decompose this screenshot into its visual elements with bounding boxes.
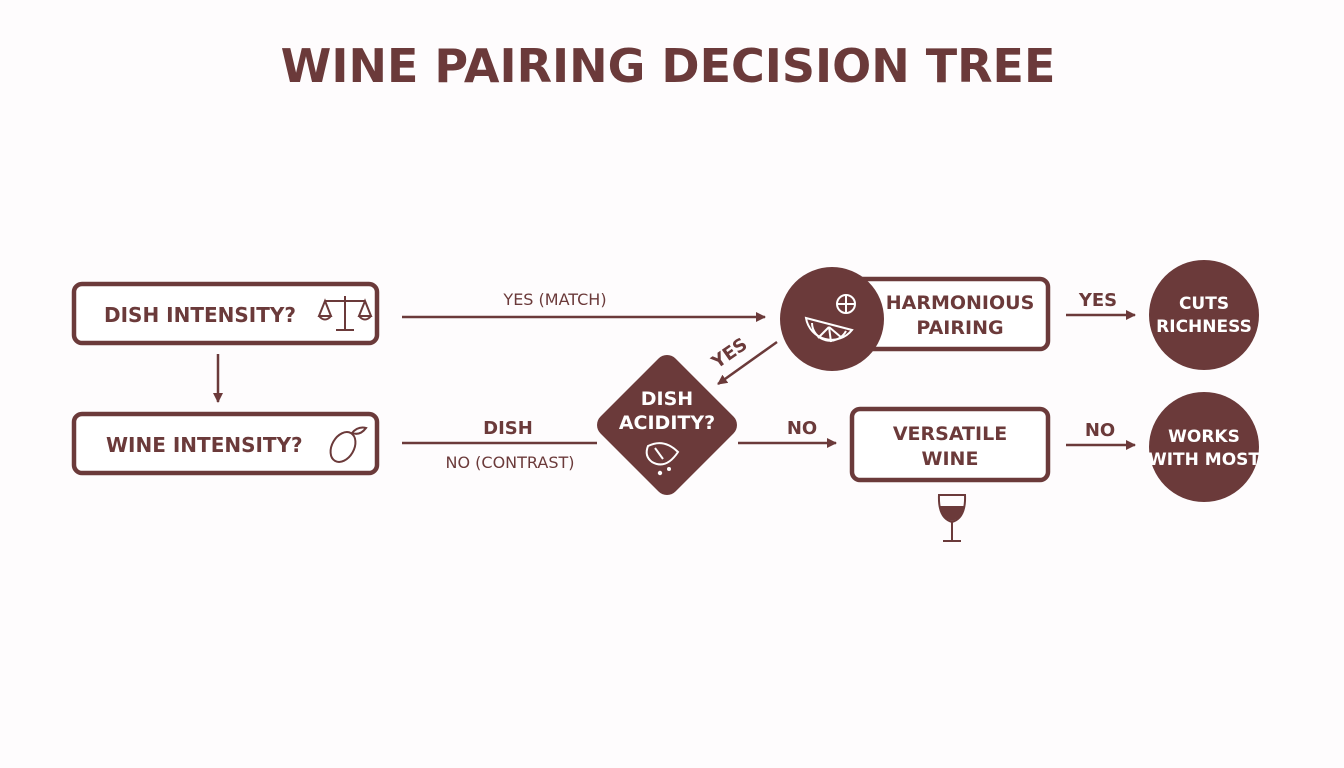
node-harmonious-pairing: HARMONIOUS PAIRING (780, 267, 1051, 371)
squeezed-lemon-icon (645, 442, 680, 476)
versatile-line2: WINE (922, 448, 979, 470)
lemon-icon (329, 426, 368, 463)
node-dish-acidity: DISH ACIDITY? (597, 355, 737, 495)
balance-scale-icon (317, 296, 373, 331)
node-dish-intensity: DISH INTENSITY? (71, 281, 380, 346)
edge-label-no-contrast: NO (CONTRAST) (446, 453, 575, 472)
versatile-line1: VERSATILE (893, 423, 1007, 445)
wine-glass-icon (937, 494, 967, 542)
dish-acidity-line1: DISH (641, 388, 693, 410)
node-versatile-wine: VERSATILE WINE (849, 406, 1051, 483)
edge-label-yes-diagonal: YES (707, 334, 751, 374)
edge-label-dish: DISH (483, 418, 533, 439)
dish-intensity-label: DISH INTENSITY? (104, 303, 296, 327)
harmonious-line1: HARMONIOUS (886, 292, 1035, 314)
edge-label-yes-match: YES (MATCH) (502, 290, 606, 309)
cuts-richness-line2: RICHNESS (1156, 317, 1252, 337)
wine-intensity-label: WINE INTENSITY? (106, 433, 303, 457)
edge-label-no-versatile: NO (787, 418, 817, 439)
edge-label-no-works: NO (1085, 420, 1115, 441)
works-with-most-line1: WORKS (1168, 427, 1240, 447)
edge-label-yes-cuts: YES (1078, 290, 1117, 311)
page-title: WINE PAIRING DECISION TREE (281, 39, 1056, 93)
works-with-most-line2: WITH MOST (1148, 450, 1260, 470)
arrow-yes-diagonal (717, 340, 778, 386)
node-works-with-most: WORKS WITH MOST (1148, 392, 1260, 502)
harmonious-line2: PAIRING (916, 317, 1003, 339)
node-wine-intensity: WINE INTENSITY? (71, 411, 380, 476)
node-cuts-richness: CUTS RICHNESS (1149, 260, 1259, 370)
citrus-slice-icon (804, 294, 856, 343)
dish-acidity-line2: ACIDITY? (619, 412, 715, 434)
cuts-richness-line1: CUTS (1179, 294, 1229, 314)
